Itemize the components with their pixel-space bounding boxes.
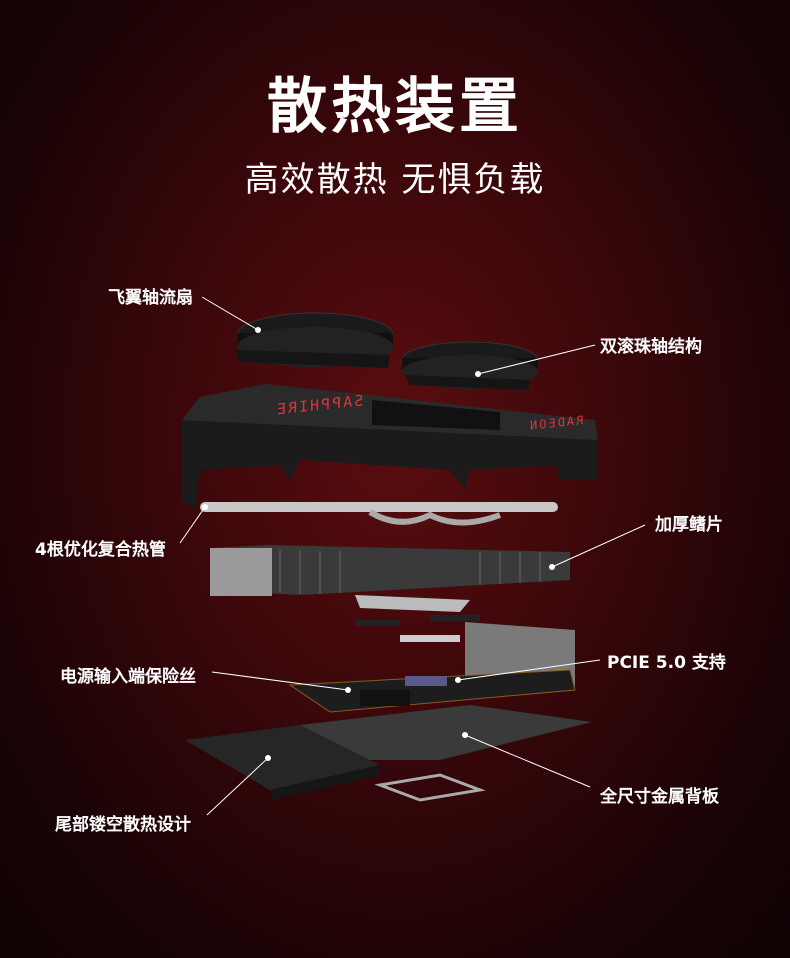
- label-fins: 加厚鳍片: [655, 515, 723, 535]
- thermal-pads: [355, 615, 480, 642]
- shroud: [182, 384, 598, 510]
- label-vented-tail: 尾部镂空散热设计: [55, 815, 191, 835]
- pcb: [288, 622, 576, 713]
- callout-dots: [202, 327, 555, 761]
- label-fuse: 电源输入端保险丝: [60, 667, 196, 687]
- label-pcie: PCIE 5.0 支持: [607, 653, 726, 673]
- page-subtitle: 高效散热 无惧负载: [244, 160, 546, 200]
- label-heatpipe: 4根优化复合热管: [35, 540, 166, 560]
- label-fan: 飞翼轴流扇: [108, 288, 193, 308]
- fan-left: [235, 312, 394, 368]
- heatsink-fins: [210, 545, 570, 612]
- leader-lines: [179, 296, 646, 816]
- page-title: 散热装置: [267, 72, 523, 142]
- label-bearing: 双滚珠轴结构: [600, 337, 702, 357]
- label-backplate: 全尺寸金属背板: [600, 787, 719, 807]
- heatpipes: [200, 502, 558, 526]
- backplate: [185, 705, 592, 802]
- fan-right: [401, 341, 539, 390]
